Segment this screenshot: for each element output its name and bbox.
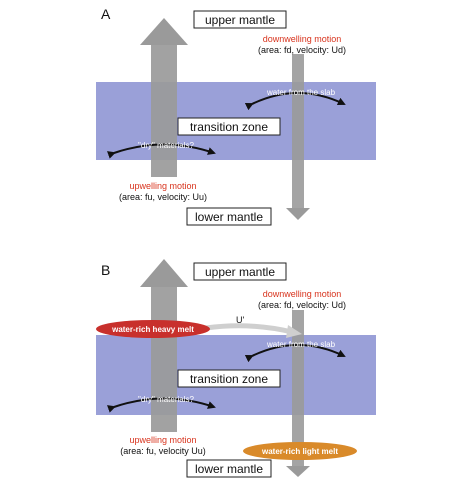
panel-b-upwelling-title: upwelling motion bbox=[129, 435, 196, 445]
panel-b-heavy-melt bbox=[96, 320, 210, 338]
panel-a-downwelling-params: (area: fd, velocity: Ud) bbox=[258, 45, 346, 55]
panel-a-dry-materials-label: "dry" materials? bbox=[138, 141, 194, 150]
panel-a-downwelling-arrowhead bbox=[286, 208, 310, 220]
panel-a-downwelling-column bbox=[292, 54, 304, 210]
panel-b-u-prime-arrow bbox=[205, 323, 293, 335]
panel-b-lower-mantle-box bbox=[186, 459, 272, 478]
panel-b-upper-mantle-label: upper mantle bbox=[205, 265, 275, 279]
panel-b-light-melt bbox=[243, 442, 357, 460]
panel-a-lower-mantle-label: lower mantle bbox=[195, 210, 263, 224]
panel-a-letter: A bbox=[101, 6, 111, 22]
panel-b-water-slab-label: water from the slab bbox=[266, 340, 336, 349]
panel-a-upwelling-title: upwelling motion bbox=[129, 181, 196, 191]
panel-b-letter: B bbox=[101, 262, 110, 278]
panel-a-transition-zone-label: transition zone bbox=[190, 120, 268, 134]
panel-b-u-prime-label: U' bbox=[236, 315, 244, 325]
panel-a-upper-mantle-label: upper mantle bbox=[205, 13, 275, 27]
panel-b: B U' upper mantle downwelling motion (ar… bbox=[96, 259, 376, 478]
panel-b-u-prime-arrowhead bbox=[286, 325, 302, 338]
panel-b-downwelling-title: downwelling motion bbox=[263, 289, 342, 299]
panel-b-downwelling-arrowhead bbox=[286, 466, 310, 477]
panel-a-water-slab-arrow bbox=[244, 92, 346, 111]
panel-b-light-melt-label: water-rich light melt bbox=[261, 447, 338, 456]
panel-a-downwelling-title: downwelling motion bbox=[263, 34, 342, 44]
panel-b-dry-materials-arrow bbox=[107, 397, 216, 413]
panel-b-upwelling-params: (area: fu, velocity Uu) bbox=[120, 446, 206, 456]
panel-b-transition-zone-label: transition zone bbox=[190, 372, 268, 386]
panel-b-transition-zone-box bbox=[177, 369, 281, 388]
panel-b-upwelling-column bbox=[151, 287, 177, 432]
panel-b-dry-materials-label: "dry" materials? bbox=[138, 395, 194, 404]
panel-b-upper-mantle-box bbox=[193, 262, 287, 281]
panel-a-dry-materials-arrow bbox=[107, 143, 216, 159]
panel-a-upwelling-column bbox=[151, 45, 177, 177]
panel-b-heavy-melt-label: water-rich heavy melt bbox=[111, 325, 194, 334]
panel-b-lower-mantle-label: lower mantle bbox=[195, 462, 263, 476]
panel-b-water-slab-arrow bbox=[244, 344, 346, 363]
panel-a-upwelling-arrowhead bbox=[140, 18, 188, 45]
panel-b-downwelling-column-tail bbox=[292, 460, 304, 466]
panel-a-upper-mantle-box bbox=[193, 10, 287, 29]
panel-a-upwelling-params: (area: fu, velocity: Uu) bbox=[119, 192, 207, 202]
panel-b-upwelling-arrowhead bbox=[140, 259, 188, 287]
panel-a-lower-mantle-box bbox=[186, 207, 272, 226]
panel-a-water-slab-label: water from the slab bbox=[266, 88, 336, 97]
panel-a-transition-zone-box bbox=[177, 117, 281, 136]
panel-a: A upper mantle downwelling motion (area:… bbox=[96, 6, 376, 226]
panel-b-downwelling-params: (area: fd, velocity: Ud) bbox=[258, 300, 346, 310]
